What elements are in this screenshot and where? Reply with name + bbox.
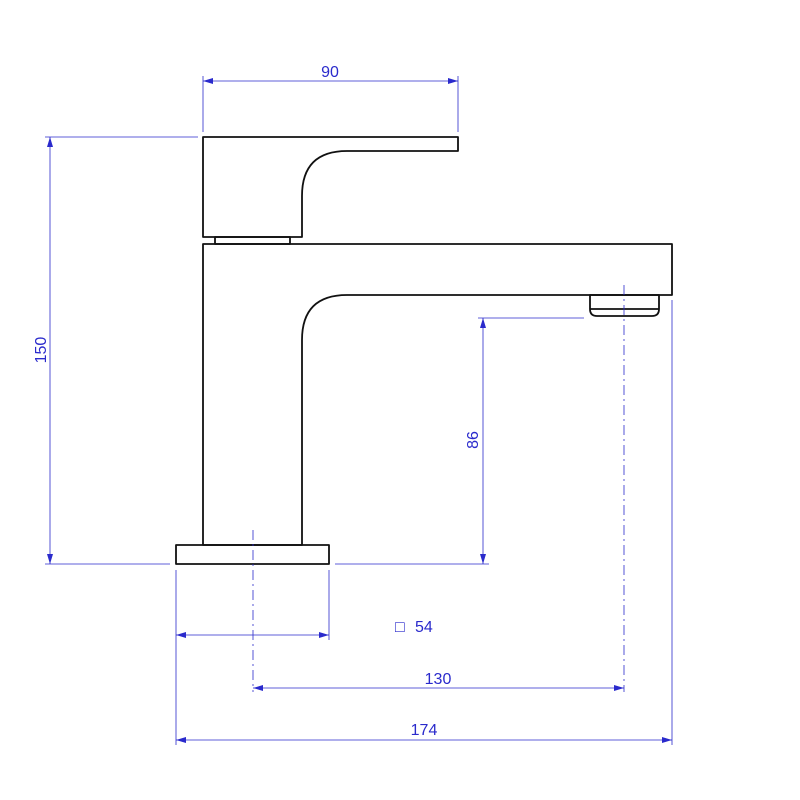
- arrow: [448, 78, 458, 84]
- dim-label-spout-height: 86: [465, 431, 482, 449]
- arrow: [480, 318, 486, 328]
- lever-handle: [202, 136, 459, 238]
- arrow: [203, 78, 213, 84]
- arrow: [253, 685, 263, 691]
- dim-label-handle-width: 90: [321, 64, 339, 81]
- dim-label-spout-reach: 130: [425, 671, 452, 688]
- arrow: [662, 737, 672, 743]
- arrow: [47, 554, 53, 564]
- arrow: [176, 737, 186, 743]
- arrow: [47, 137, 53, 147]
- arrow: [480, 554, 486, 564]
- dim-label-total-depth: 174: [411, 722, 438, 739]
- dimension-lines: [47, 78, 672, 743]
- arrow: [319, 632, 329, 638]
- arrow: [176, 632, 186, 638]
- base-plate: [175, 544, 330, 565]
- aerator: [589, 294, 660, 317]
- arrow: [614, 685, 624, 691]
- extension-lines: [45, 76, 673, 745]
- body-and-spout: [202, 243, 673, 546]
- base-square-symbol: □: [395, 619, 405, 636]
- cartridge-ring: [214, 236, 291, 245]
- faucet-outline: [175, 136, 673, 565]
- dimension-labels: 90 150 86 □ 54 130 174: [33, 64, 482, 739]
- center-lines: [252, 285, 625, 692]
- dim-label-base-square: 54: [415, 619, 433, 636]
- dim-label-total-height: 150: [33, 337, 50, 364]
